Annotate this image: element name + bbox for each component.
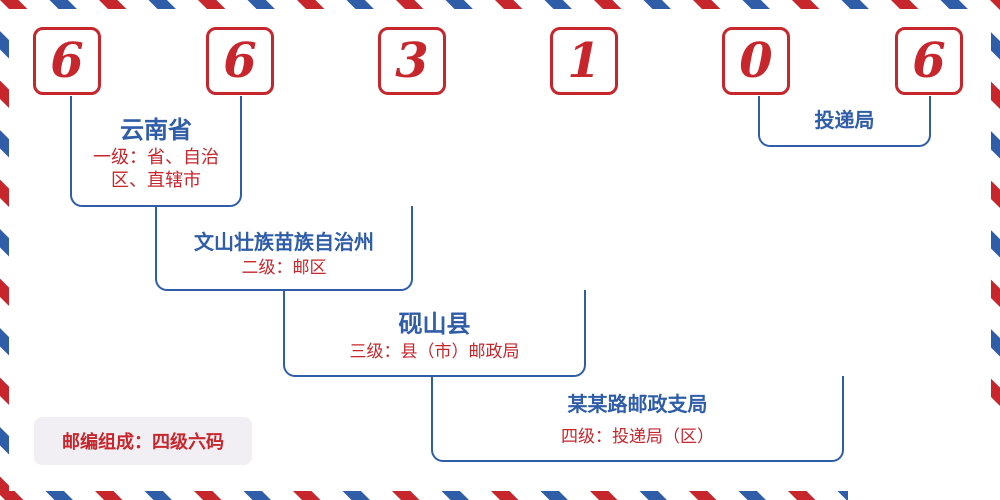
level-1-box: 云南省 一级：省、自治区、直辖市 <box>70 96 242 207</box>
postcode-digit-6: 6 <box>895 27 963 95</box>
level-1-desc: 一级：省、自治区、直辖市 <box>93 147 219 192</box>
delivery-box: 投递局 <box>758 96 931 147</box>
level-3-title: 砚山县 <box>398 309 471 338</box>
level-2-box: 文山壮族苗族自治州 二级：邮区 <box>155 206 413 291</box>
level-4-box: 某某路邮政支局 四级：投递局（区） <box>431 376 844 462</box>
level-2-title: 文山壮族苗族自治州 <box>194 230 374 254</box>
postcode-digit-2: 6 <box>206 27 274 95</box>
postcode-digit-3: 3 <box>378 27 446 95</box>
level-1-title: 云南省 <box>120 115 192 144</box>
postcode-digit-4: 1 <box>550 27 618 95</box>
level-4-title: 某某路邮政支局 <box>567 392 708 416</box>
level-2-desc: 二级：邮区 <box>241 258 327 278</box>
delivery-title: 投递局 <box>814 108 875 132</box>
level-3-box: 砚山县 三级：县（市）邮政局 <box>283 290 586 377</box>
postcode-digit-5: 0 <box>722 27 790 95</box>
postcode-digit-1: 6 <box>33 27 101 95</box>
level-4-desc: 四级：投递局（区） <box>561 427 714 447</box>
level-3-desc: 三级：县（市）邮政局 <box>349 342 520 362</box>
composition-badge: 邮编组成：四级六码 <box>34 417 252 465</box>
